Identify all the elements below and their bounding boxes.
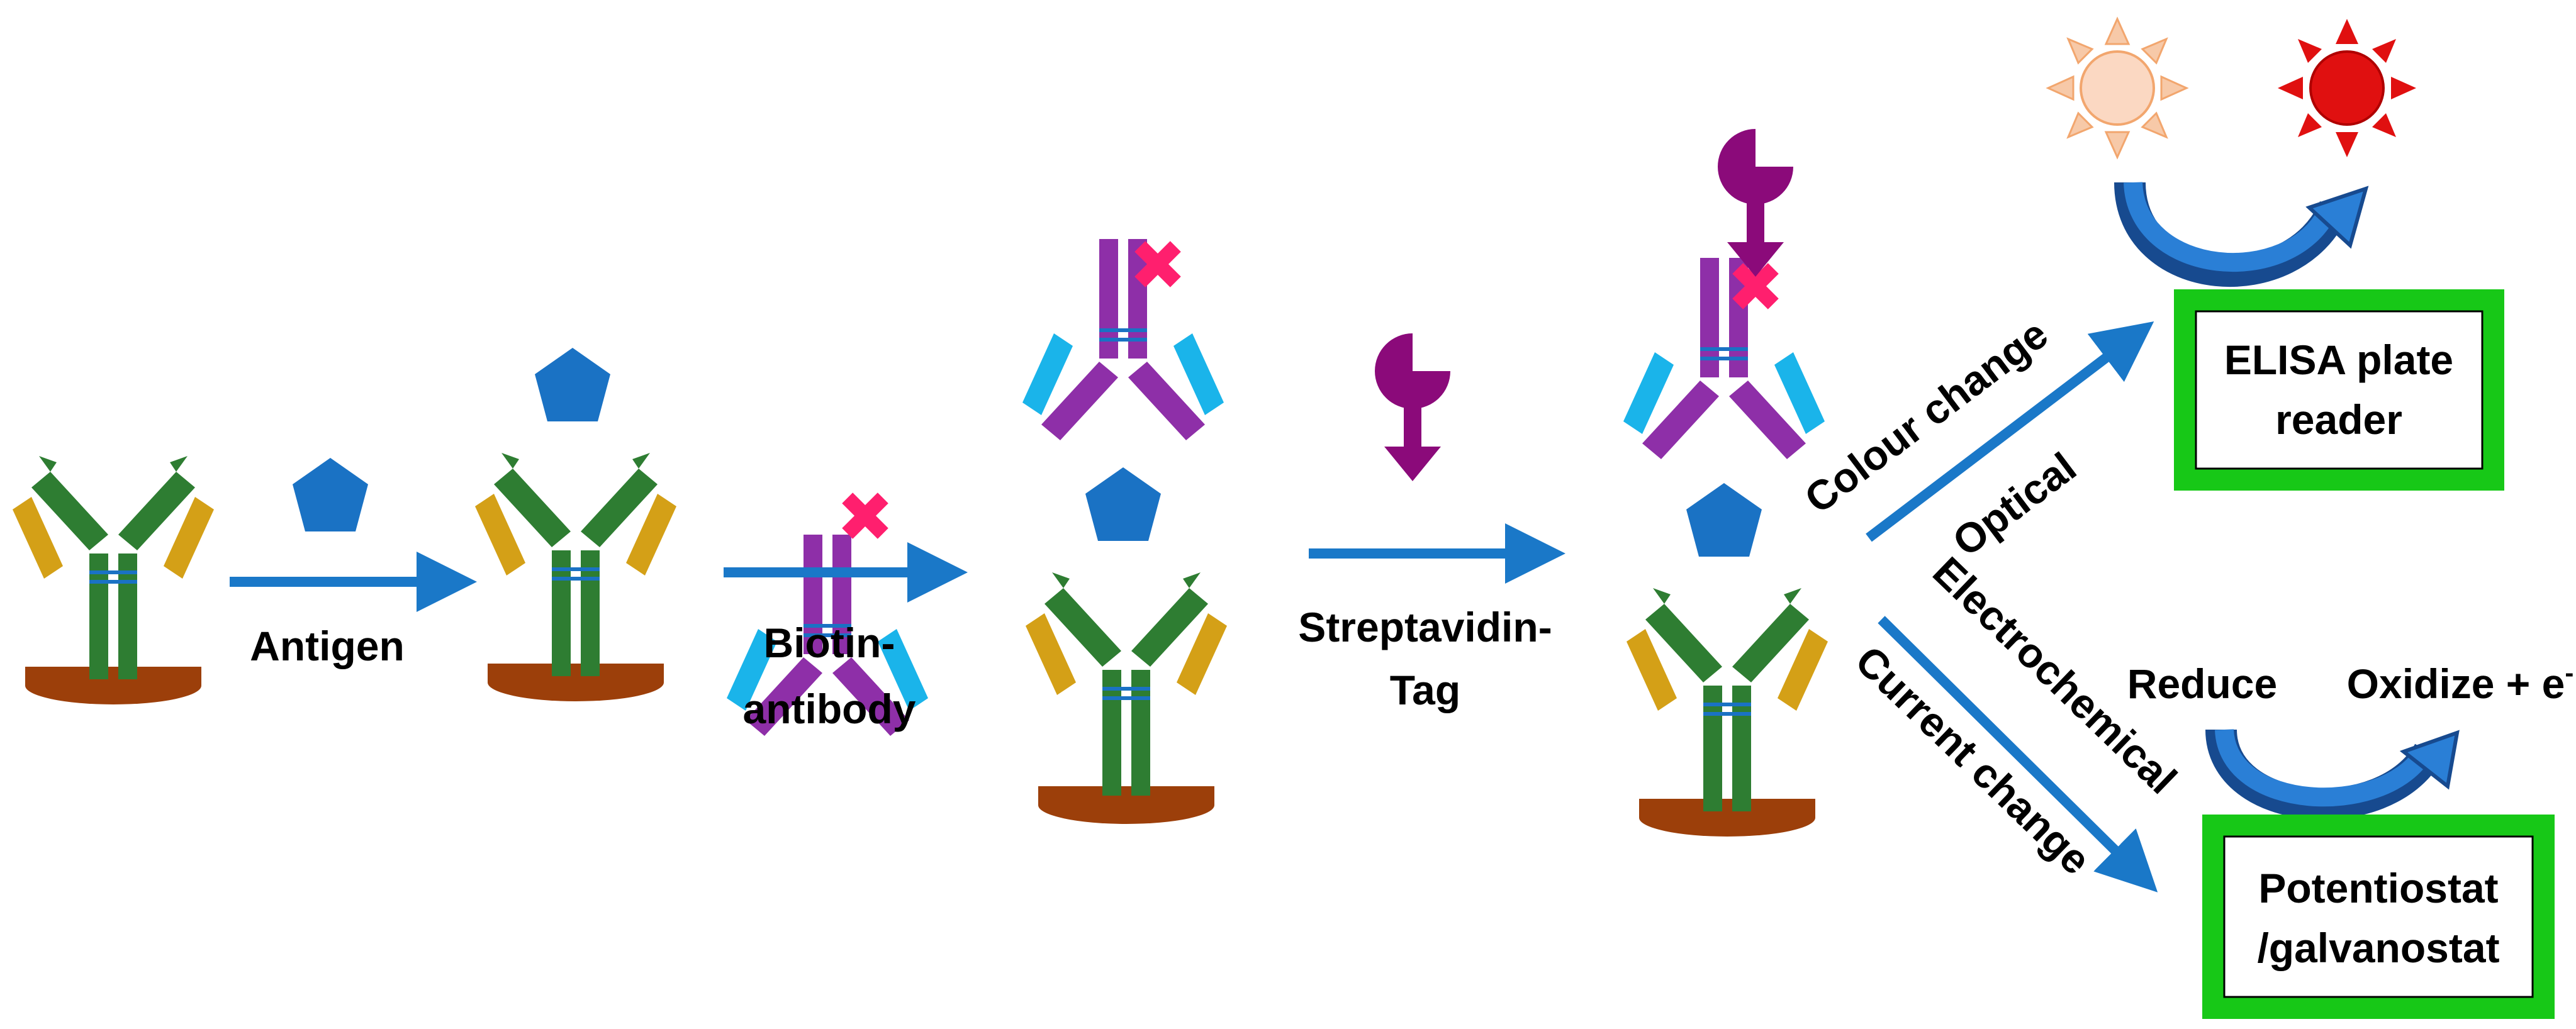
- biotin-mark-1: [842, 492, 888, 539]
- potentiostat-line2: /galvanostat: [2257, 925, 2499, 971]
- oxidize-label: Oxidize + e-: [2347, 658, 2574, 707]
- stage1-capture-antibody: [13, 456, 214, 704]
- step-label-strep-2: Tag: [1390, 667, 1460, 713]
- stage4-full-complex: [1623, 129, 1828, 837]
- bound-antigen-icon: [535, 348, 610, 421]
- optical-arrow: [1866, 321, 2154, 542]
- sun-red-icon: [2278, 19, 2416, 157]
- free-antigen-icon: [293, 458, 368, 531]
- elisa-line2: reader: [2275, 396, 2402, 443]
- potentiostat-line1: Potentiostat: [2258, 865, 2498, 911]
- electro-curved-arrow-icon: [2205, 728, 2460, 820]
- stage2-antibody-antigen: [475, 348, 676, 701]
- step-label-strep-1: Streptavidin-: [1298, 604, 1552, 650]
- sun-light-icon: [2047, 18, 2188, 159]
- free-streptavidin-tag-icon: [1375, 333, 1450, 481]
- optical-curved-arrow-icon: [2114, 181, 2369, 287]
- reduce-label: Reduce: [2127, 660, 2277, 707]
- electrochemical-arrow: [1878, 616, 2158, 893]
- elisa-line1: ELISA plate: [2224, 337, 2453, 383]
- stage3-sandwich: [1022, 239, 1227, 824]
- step-label-biotin-2: antibody: [743, 686, 916, 732]
- step-label-antigen: Antigen: [250, 623, 405, 669]
- step-label-biotin-1: Biotin-: [764, 620, 895, 666]
